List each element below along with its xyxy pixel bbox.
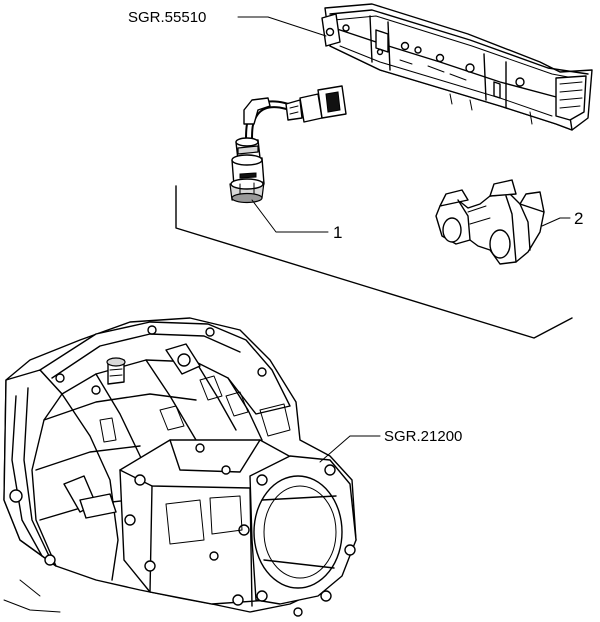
assembly-bracket bbox=[175, 185, 573, 339]
cable-clip-drawing bbox=[435, 179, 545, 265]
callout-part-1: 1 bbox=[251, 199, 342, 242]
instrument-panel-ref-label: SGR.55510 bbox=[128, 9, 206, 26]
gearbox-ref-label: SGR.21200 bbox=[384, 428, 462, 445]
speed-sensor-drawing bbox=[229, 85, 347, 204]
callout-part-2: 2 bbox=[541, 209, 583, 228]
part-1-label: 1 bbox=[333, 223, 342, 242]
callout-gearbox: SGR.21200 bbox=[319, 428, 462, 463]
callout-instrument-panel: SGR.55510 bbox=[128, 9, 327, 37]
gearbox-drawing bbox=[3, 317, 357, 617]
instrument-panel-drawing bbox=[321, 3, 593, 131]
part-2-label: 2 bbox=[574, 209, 583, 228]
